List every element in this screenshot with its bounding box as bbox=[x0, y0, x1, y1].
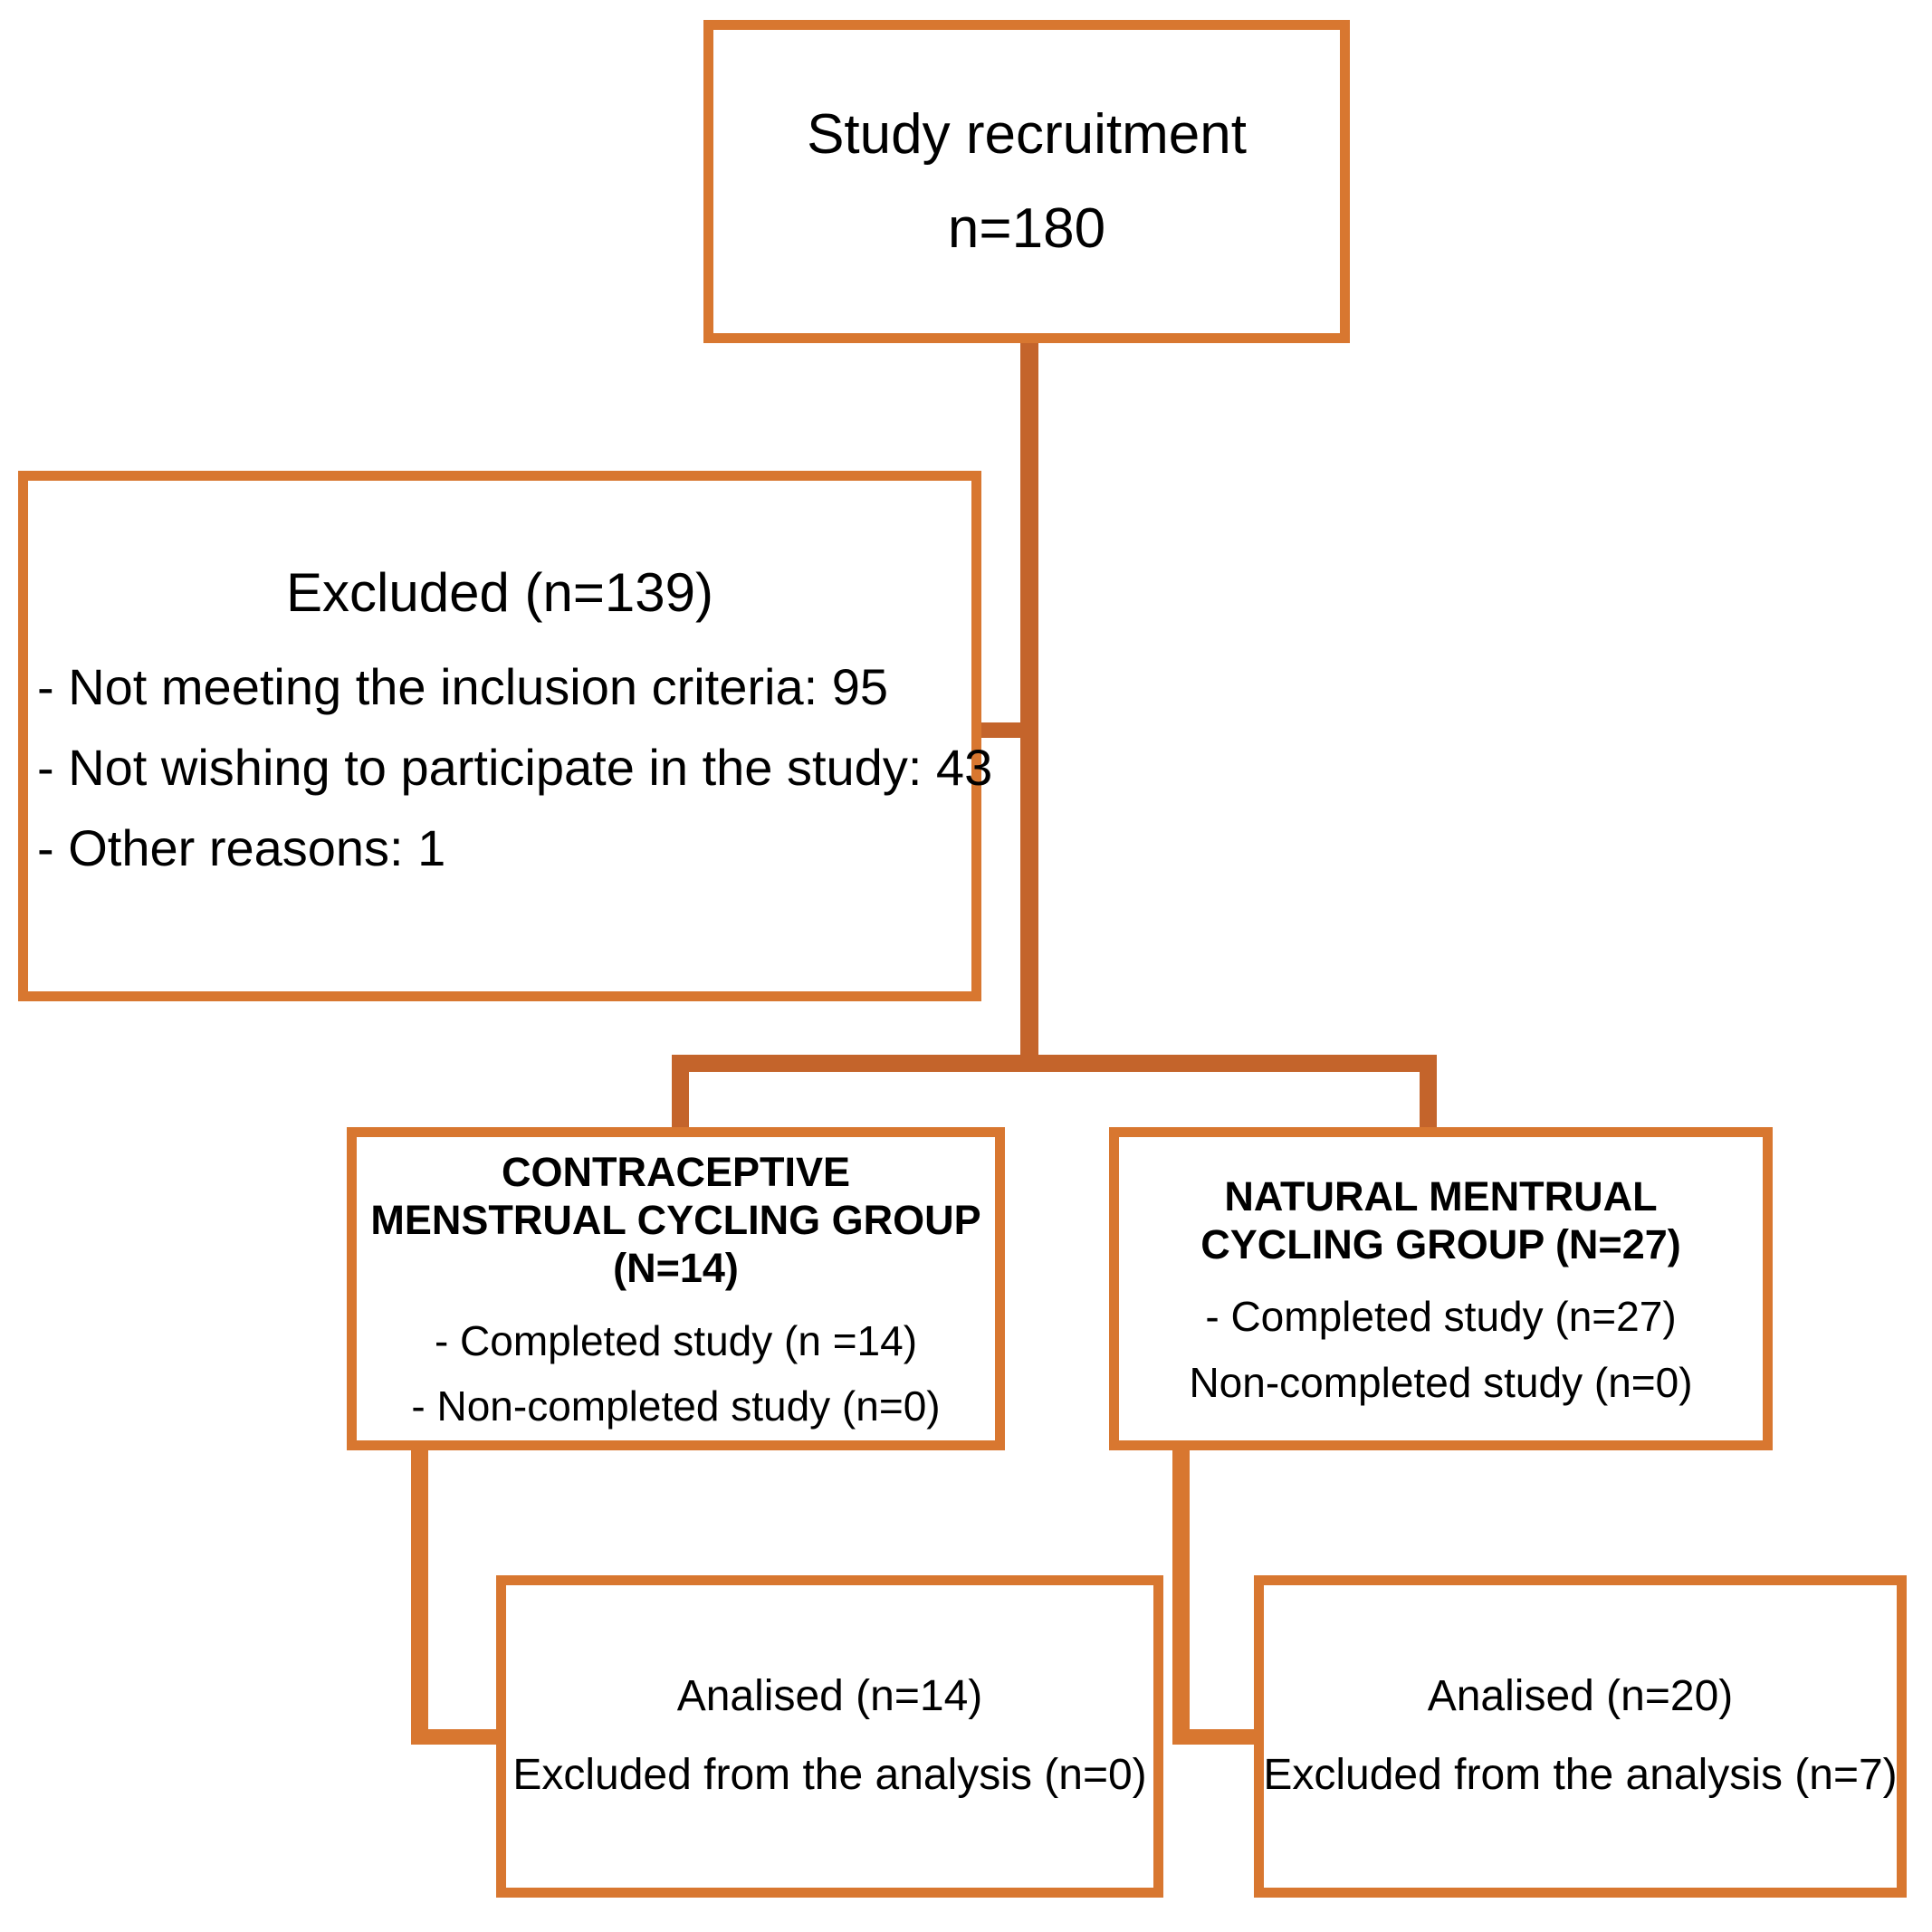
connector-split-bar bbox=[672, 1055, 1437, 1072]
connector-right-group-to-analysis bbox=[1172, 1729, 1263, 1745]
excluded-reason-other: - Other reasons: 1 bbox=[37, 818, 446, 876]
contraceptive-group-completed: - Completed study (n =14) bbox=[434, 1316, 918, 1364]
natural-group-non-completed: Non-completed study (n=0) bbox=[1189, 1358, 1693, 1406]
connector-right-group-down bbox=[1172, 1445, 1190, 1744]
connector-split-to-right-group bbox=[1420, 1055, 1437, 1132]
connector-left-group-to-analysis bbox=[411, 1729, 506, 1745]
excluded-title: Excluded (n=139) bbox=[286, 562, 713, 623]
excluded-reason-inclusion-criteria: - Not meeting the inclusion criteria: 95 bbox=[37, 658, 888, 715]
recruitment-count: n=180 bbox=[947, 196, 1106, 260]
connector-excluded-stub bbox=[976, 722, 1028, 738]
node-analysis-right: Analised (n=20) Excluded from the analys… bbox=[1254, 1575, 1907, 1898]
recruitment-label: Study recruitment bbox=[807, 103, 1247, 167]
contraceptive-group-heading: CONTRACEPTIVE MENSTRUAL CYCLING GROUP (N… bbox=[370, 1149, 981, 1292]
connector-left-group-down bbox=[411, 1445, 428, 1744]
contraceptive-group-non-completed: - Non-completed study (n=0) bbox=[411, 1382, 941, 1430]
analysis-left-excluded: Excluded from the analysis (n=0) bbox=[512, 1751, 1147, 1799]
node-natural-group: NATURAL MENTRUAL CYCLING GROUP (N=27) - … bbox=[1109, 1127, 1773, 1450]
node-analysis-left: Analised (n=14) Excluded from the analys… bbox=[496, 1575, 1163, 1898]
analysis-right-analysed: Analised (n=20) bbox=[1427, 1672, 1734, 1721]
node-contraceptive-group: CONTRACEPTIVE MENSTRUAL CYCLING GROUP (N… bbox=[347, 1127, 1005, 1450]
analysis-left-analysed: Analised (n=14) bbox=[676, 1672, 983, 1721]
node-study-recruitment: Study recruitment n=180 bbox=[703, 20, 1350, 343]
node-excluded: Excluded (n=139) - Not meeting the inclu… bbox=[18, 471, 992, 1001]
natural-group-heading: NATURAL MENTRUAL CYCLING GROUP (N=27) bbox=[1200, 1172, 1681, 1267]
natural-group-completed: - Completed study (n=27) bbox=[1205, 1293, 1677, 1340]
analysis-right-excluded: Excluded from the analysis (n=7) bbox=[1263, 1751, 1898, 1799]
connector-split-to-left-group bbox=[672, 1055, 689, 1132]
excluded-reason-not-wishing: - Not wishing to participate in the stud… bbox=[37, 738, 993, 796]
connector-recruitment-trunk bbox=[1020, 342, 1038, 1072]
